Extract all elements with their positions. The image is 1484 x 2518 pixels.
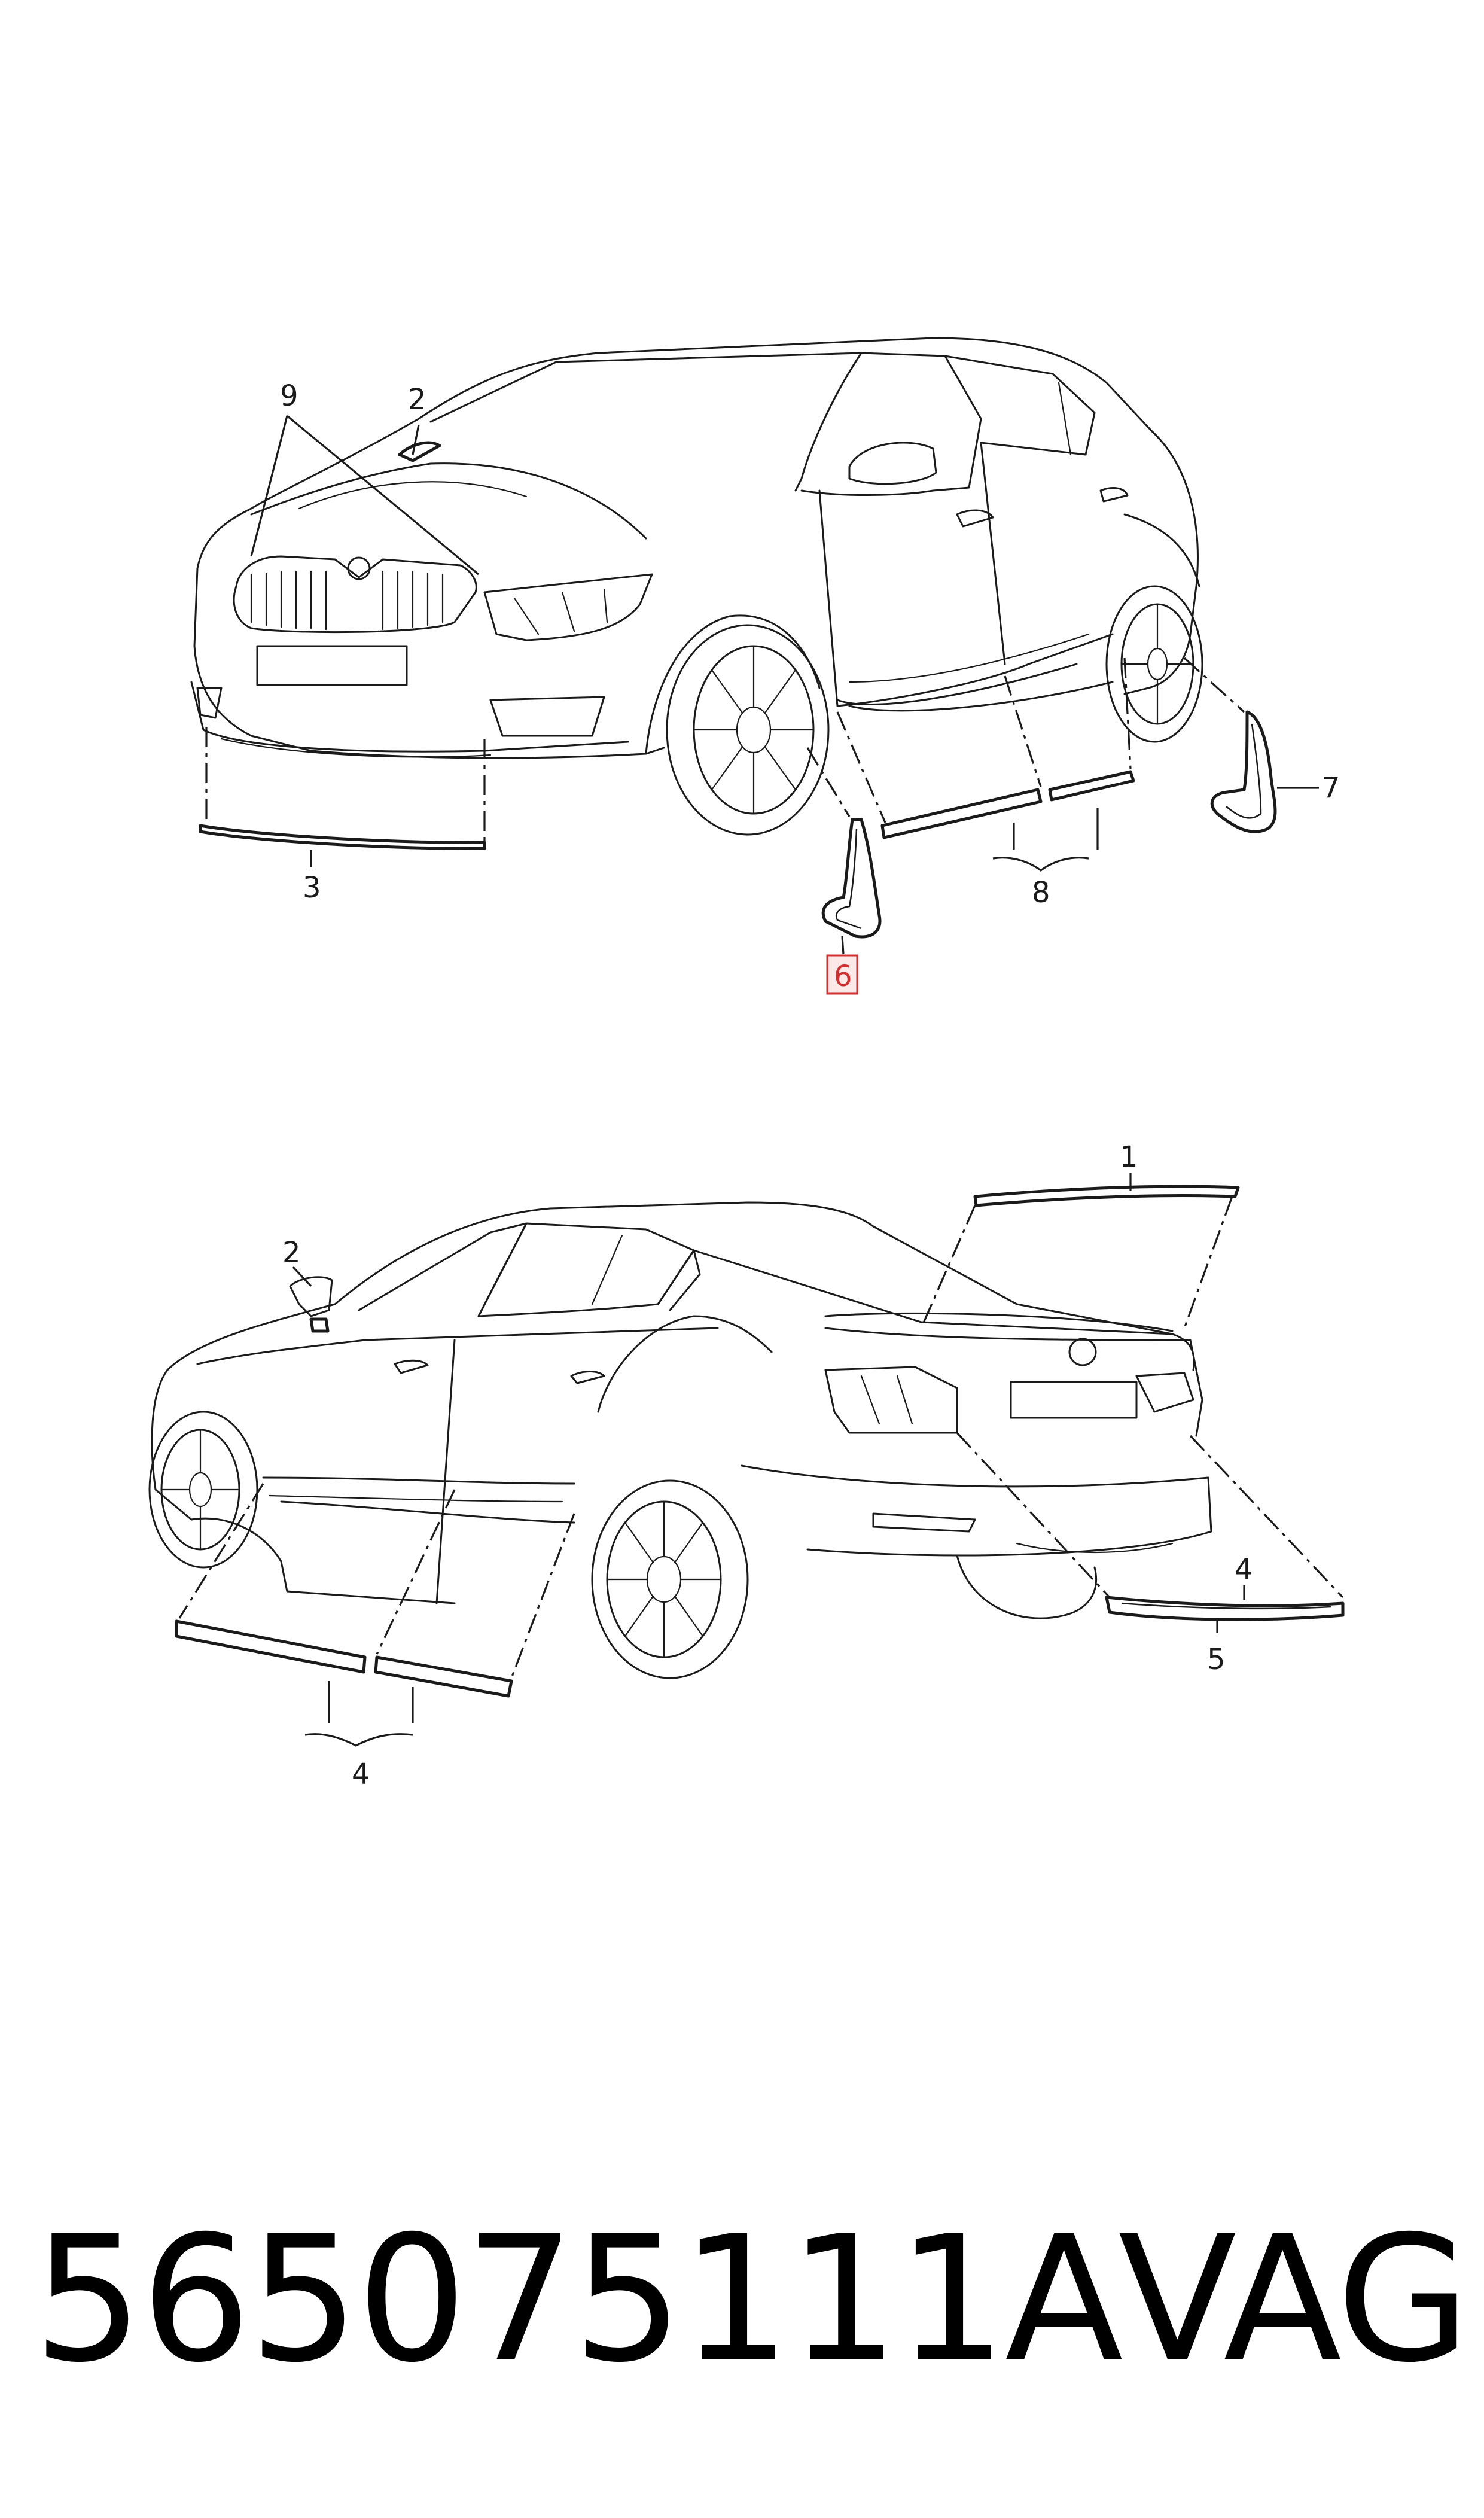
- part-3-bumper-trim: [199, 824, 486, 850]
- part-1-trunk-trim: [973, 1185, 1240, 1207]
- callout-6: 6: [834, 960, 852, 993]
- callout-3: 3: [303, 871, 321, 905]
- callout-7: 7: [1322, 771, 1340, 805]
- part-8-sill-strip-front: [880, 788, 1043, 839]
- callout-5: 5: [1207, 1643, 1226, 1676]
- front-parts: [199, 441, 1277, 939]
- rear-dash-leaders: [178, 1196, 1344, 1679]
- part-6-mudflap: [821, 818, 882, 939]
- rear-callouts: 1 2 4 4 5: [282, 1140, 1253, 1791]
- front-dash-leaders: [205, 657, 1245, 841]
- callout-8: 8: [1032, 876, 1050, 909]
- part-2-rear-small: [309, 1317, 330, 1333]
- brand-label: VAG: [1118, 2199, 1471, 2401]
- front-callouts: 9 2 3 6 8 7: [280, 379, 1340, 995]
- rear-parts: [175, 1185, 1345, 1698]
- callout-4-rear: 4: [1235, 1553, 1253, 1587]
- rear-leaders: [292, 1173, 1245, 1747]
- part-4-rear-strip: [1121, 1602, 1331, 1610]
- front-leaders: [250, 415, 1319, 955]
- part-8-sill-strip-rear: [1048, 770, 1135, 802]
- callout-9: 9: [280, 379, 298, 413]
- part-4-sill-strip-front: [175, 1619, 367, 1674]
- callout-6-highlight-box: [826, 954, 858, 995]
- callout-1: 1: [1120, 1140, 1138, 1174]
- callout-2-front: 2: [408, 383, 426, 416]
- callout-2-rear: 2: [282, 1236, 301, 1269]
- footer: 565075111A VAG: [33, 2199, 1471, 2401]
- rear-car-illustration: [148, 1201, 1212, 1679]
- part-2-front-small: [398, 441, 441, 462]
- part-7-mudflap: [1210, 710, 1277, 833]
- front-car-illustration: [190, 337, 1203, 836]
- callout-4-side: 4: [352, 1758, 370, 1791]
- part-4-sill-strip-rear: [374, 1655, 513, 1698]
- part-number: 565075111A: [33, 2199, 1123, 2401]
